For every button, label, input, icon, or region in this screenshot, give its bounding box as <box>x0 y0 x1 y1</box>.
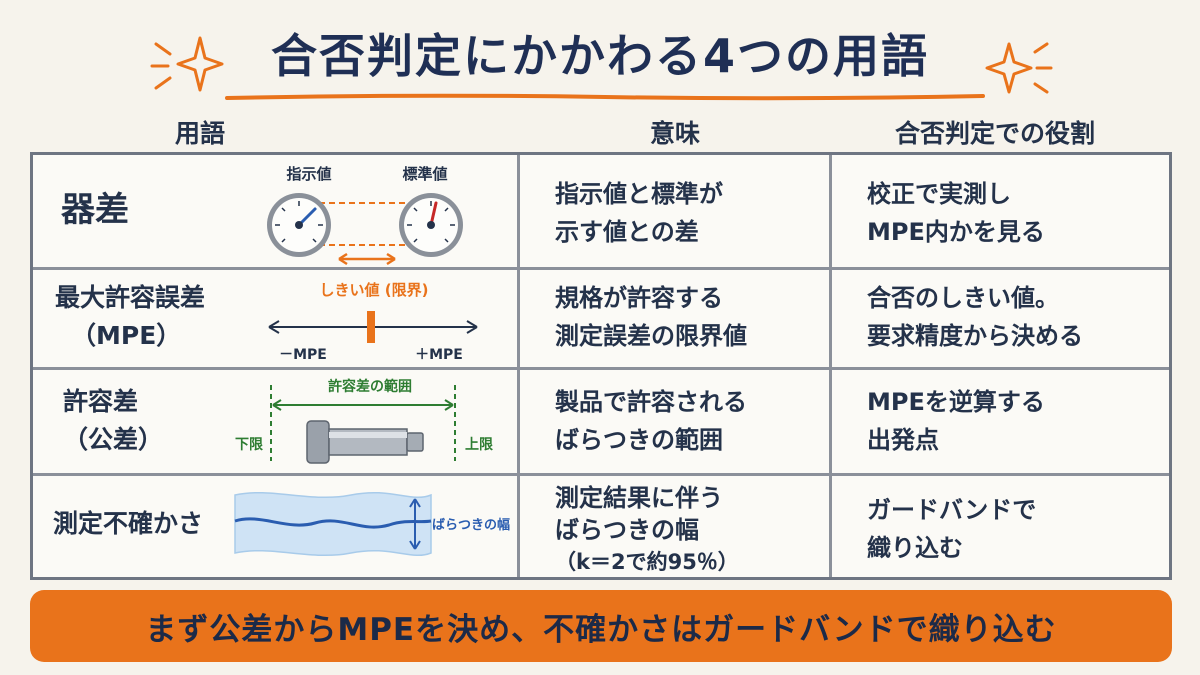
meaning-line: ばらつきの幅 <box>555 516 699 544</box>
spread-width-label: ばらつきの幅 <box>432 517 510 533</box>
term-label: 測定不確かさ <box>53 509 204 538</box>
title-underline <box>225 93 985 101</box>
role-line: 合否のしきい値。 <box>867 284 1059 312</box>
meaning-line: （k＝2で約95％） <box>555 550 739 574</box>
term-label: 許容差 <box>63 387 139 416</box>
gauge-label-standard: 標準値 <box>402 165 447 183</box>
role-line: 校正で実測し <box>867 180 1011 208</box>
terms-table: 器差 指示値 標準値 <box>30 152 1172 580</box>
role-line: 要求精度から決める <box>867 322 1083 350</box>
role-line: ガードバンドで <box>867 496 1037 524</box>
row-divider <box>33 367 1169 370</box>
role-line: 出発点 <box>867 426 939 454</box>
meaning-line: 製品で許容される <box>555 388 747 416</box>
threshold-label: しきい値 (限界) <box>320 281 429 299</box>
plus-mpe-label: ＋MPE <box>415 347 463 363</box>
gauge-illustration: 指示値 標準値 <box>267 165 463 266</box>
term-label: 器差 <box>61 190 129 230</box>
upper-limit-label: 上限 <box>465 437 493 453</box>
tolerance-illustration: 許容差の範囲 下限 上限 <box>235 378 493 464</box>
page-title: 合否判定にかかわる4つの用語 <box>270 29 929 83</box>
meaning-line: 測定誤差の限界値 <box>555 322 747 350</box>
role-line: 織り込む <box>867 534 963 562</box>
row-divider <box>33 267 1169 270</box>
meaning-line: 測定結果に伴う <box>555 484 723 512</box>
column-divider <box>829 155 832 577</box>
sparkle-icon-right <box>985 42 1053 94</box>
title-area: 合否判定にかかわる4つの用語 <box>0 14 1200 104</box>
threshold-marker <box>367 311 375 343</box>
role-line: MPEを逆算する <box>867 388 1045 416</box>
column-header-meaning: 意味 <box>649 119 700 148</box>
dial-gauge-icon <box>267 193 331 257</box>
meaning-line: 規格が許容する <box>555 284 723 312</box>
meaning-line: ばらつきの範囲 <box>555 426 723 454</box>
summary-banner: まず公差からMPEを決め、不確かさはガードバンドで織り込む <box>30 590 1172 662</box>
minus-mpe-label: －MPE <box>279 347 327 363</box>
term-label: （公差） <box>63 425 164 454</box>
row-divider <box>33 473 1169 476</box>
lower-limit-label: 下限 <box>235 437 263 453</box>
summary-text: まず公差からMPEを決め、不確かさはガードバンドで織り込む <box>145 612 1057 648</box>
gauge-label-indicated: 指示値 <box>286 165 331 183</box>
column-divider <box>517 155 520 577</box>
bolt-pin-icon <box>306 420 424 464</box>
uncertainty-illustration: ばらつきの幅 <box>234 491 510 557</box>
tolerance-range-label: 許容差の範囲 <box>328 378 412 395</box>
role-line: MPE内かを見る <box>867 218 1045 246</box>
sparkle-icon-left <box>150 36 224 92</box>
term-label: （MPE） <box>71 321 182 350</box>
column-header-term: 用語 <box>174 119 225 148</box>
dial-gauge-icon <box>399 193 463 257</box>
difference-arrow-icon <box>338 252 396 266</box>
column-header-role: 合否判定での役割 <box>894 119 1095 148</box>
threshold-illustration: しきい値 (限界) －MPE ＋MPE <box>268 281 478 363</box>
meaning-line: 指示値と標準が <box>555 180 723 208</box>
term-label: 最大許容誤差 <box>55 283 206 312</box>
meaning-line: 示す値との差 <box>555 218 699 246</box>
